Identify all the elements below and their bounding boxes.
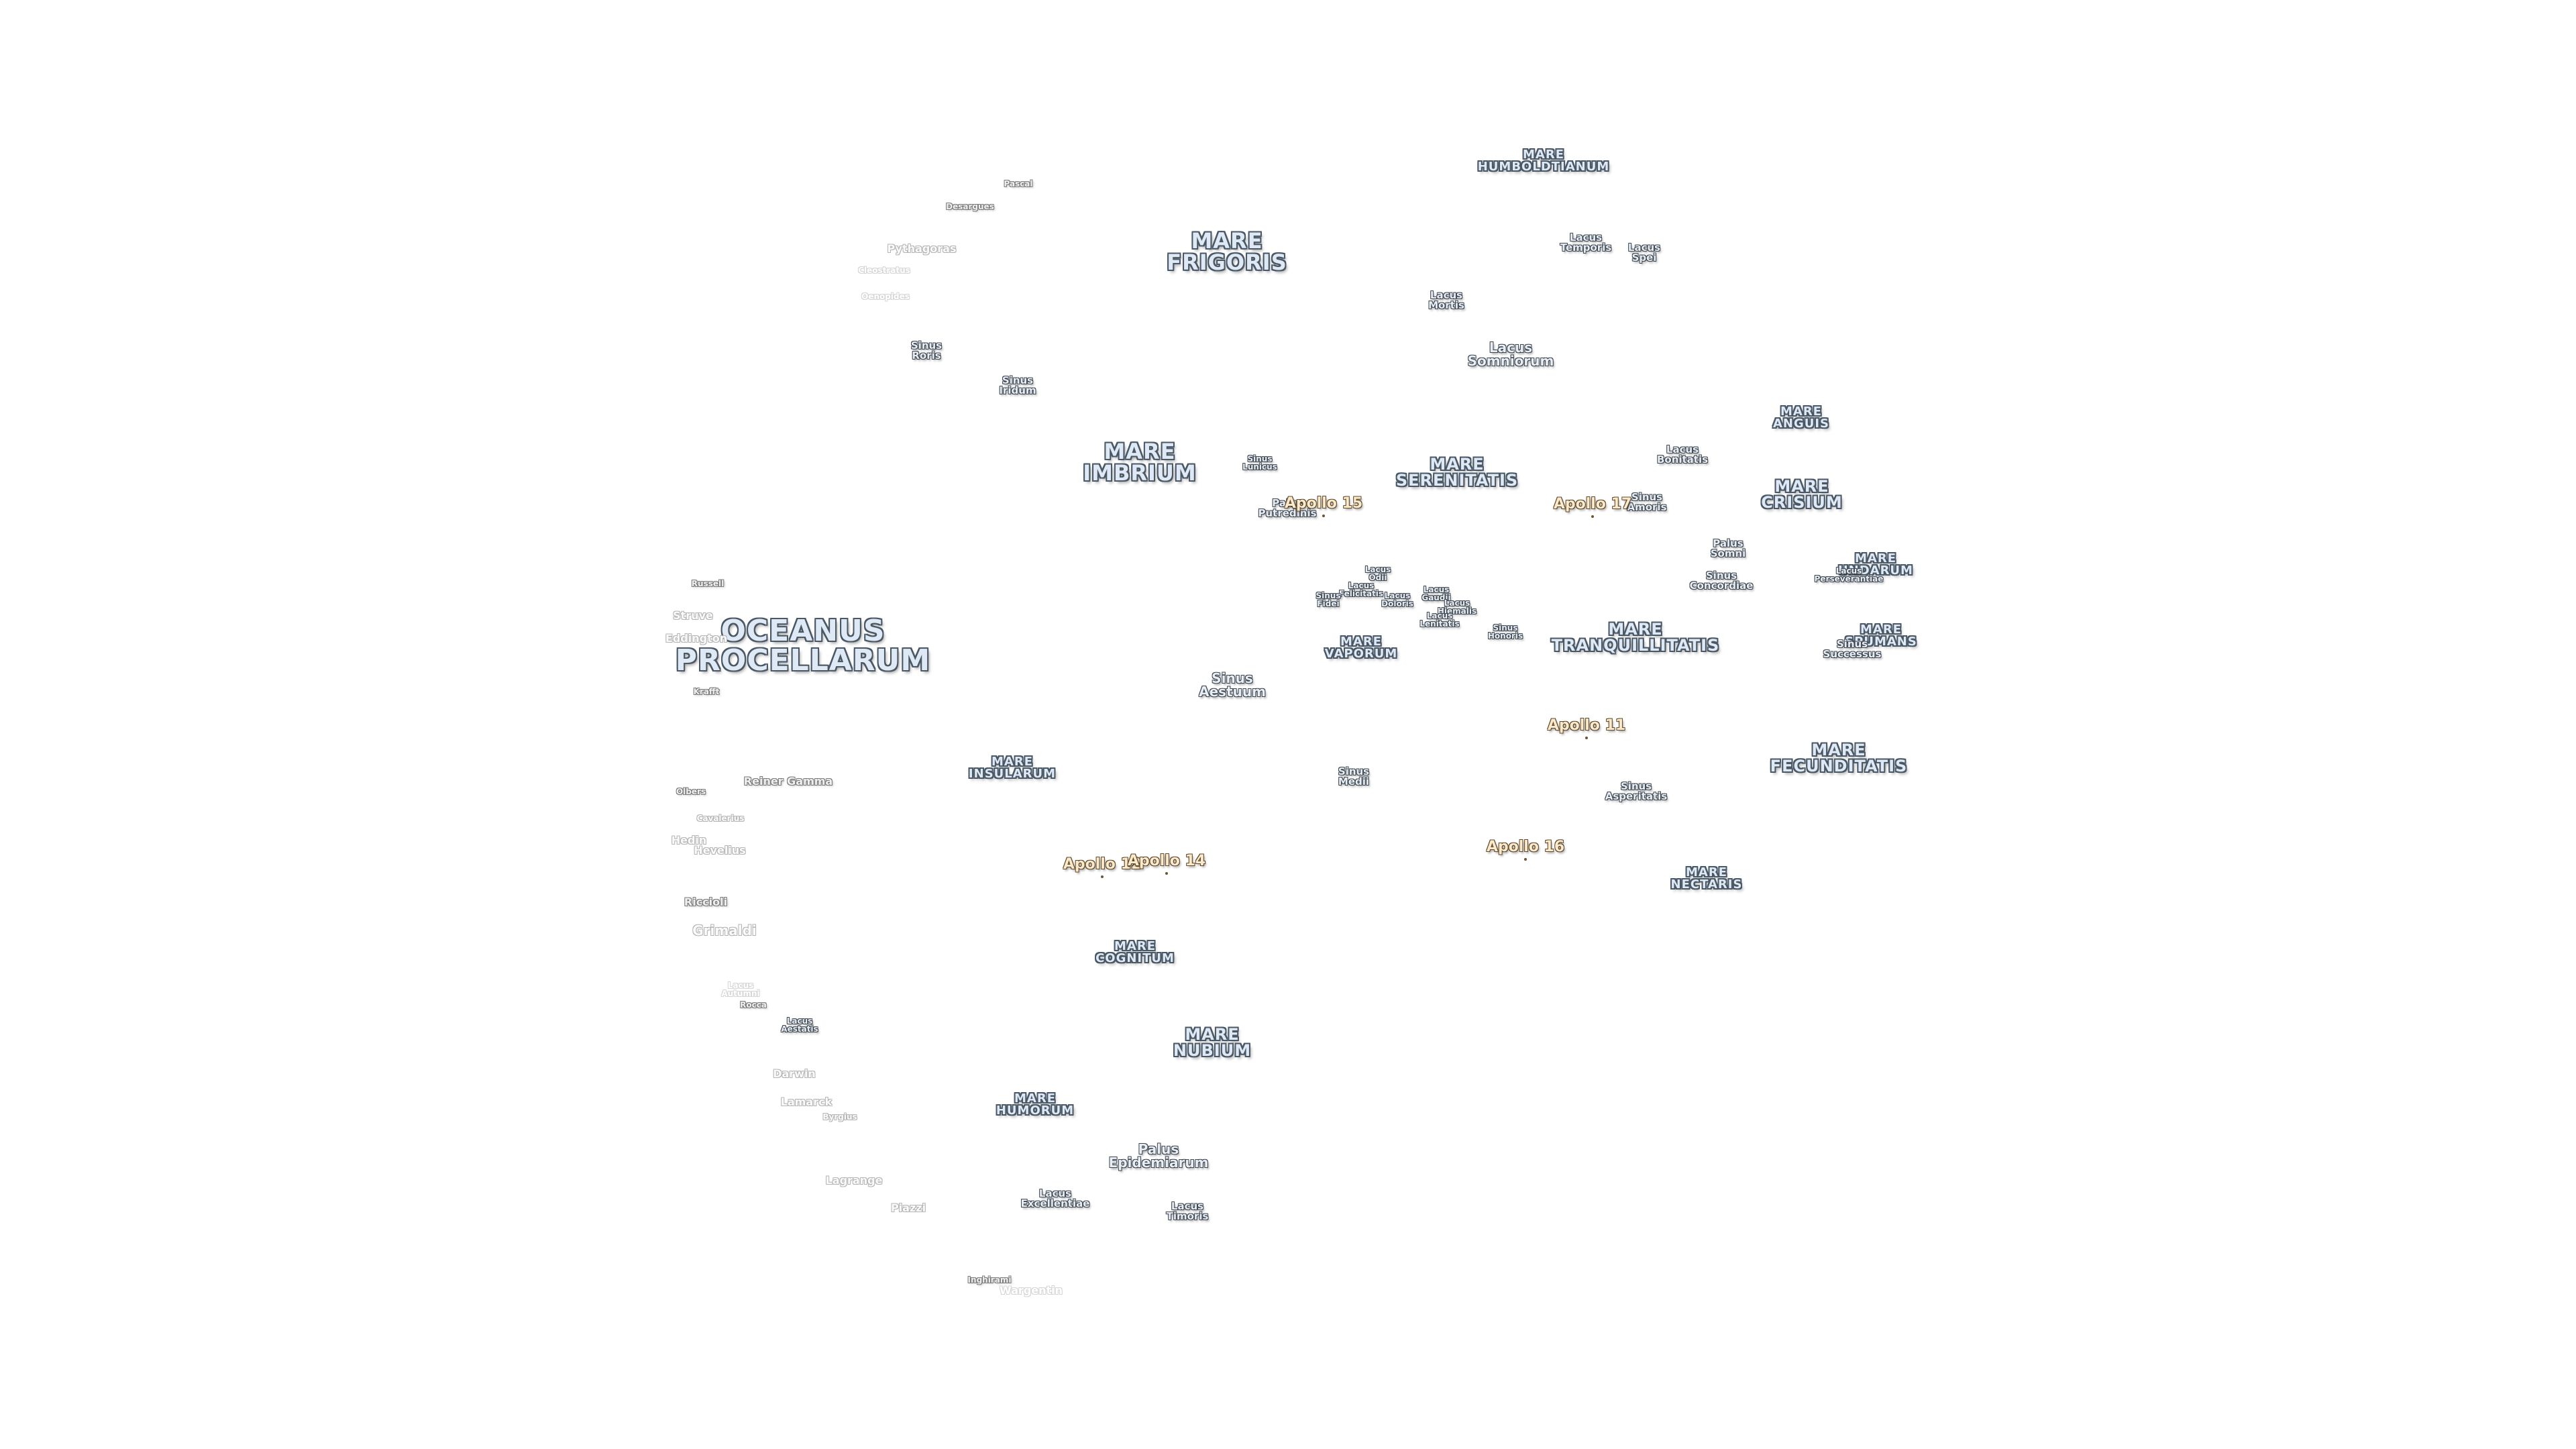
wargentin-label: Wargentin bbox=[1000, 1284, 1063, 1297]
sinus-roris-label: Sinus Roris bbox=[910, 339, 943, 362]
grimaldi-label: Grimaldi bbox=[692, 922, 757, 938]
lacus-autumni-label: Lacus Autumni bbox=[721, 981, 760, 998]
cavalerius-label: Cavalerius bbox=[696, 814, 745, 823]
hedin-label: Hedin bbox=[671, 834, 707, 847]
mare-spumans-label: MARE SPUMANS bbox=[1845, 623, 1917, 649]
mare-humboldtianum-label: MARE HUMBOLDTIANUM bbox=[1477, 148, 1610, 174]
mare-frigoris-label: MARE FRIGORIS bbox=[1167, 228, 1287, 275]
oceanus-procellarum-label: OCEANUS PROCELLARUM bbox=[675, 614, 931, 678]
apollo-11-label: Apollo 11 bbox=[1547, 717, 1626, 734]
mare-vaporum-label: MARE VAPORUM bbox=[1324, 635, 1398, 661]
lacus-spei-label: Lacus Spei bbox=[1627, 241, 1661, 264]
mare-insularum-label: MARE INSULARUM bbox=[968, 755, 1057, 781]
mare-tranquillitatis-label: MARE TRANQUILLITATIS bbox=[1551, 620, 1720, 655]
rocca-label: Rocca bbox=[740, 1000, 767, 1010]
apollo-12-site-marker bbox=[1101, 875, 1104, 878]
russell-label: Russell bbox=[691, 579, 724, 588]
apollo-15-label: Apollo 15 bbox=[1284, 495, 1363, 512]
apollo-17-site-marker bbox=[1591, 515, 1594, 518]
mare-nubium-label: MARE NUBIUM bbox=[1173, 1025, 1252, 1060]
lacus-felicitatis-label: Lacus Felicitatis bbox=[1338, 581, 1384, 598]
mare-crisium-label: MARE CRISIUM bbox=[1761, 477, 1843, 512]
lacus-timoris-label: Lacus Timoris bbox=[1166, 1200, 1209, 1222]
pythagoras-label: Pythagoras bbox=[887, 242, 957, 255]
lacus-doloris-label: Lacus Doloris bbox=[1381, 591, 1413, 608]
sinus-medii-label: Sinus Medii bbox=[1338, 765, 1370, 788]
mare-undarum-label: MARE UNDARUM bbox=[1838, 551, 1913, 578]
apollo-12-label: Apollo 12 bbox=[1063, 856, 1142, 873]
mare-imbrium-label: MARE IMBRIUM bbox=[1083, 439, 1197, 486]
lacus-excellentiae-label: Lacus Excellentiae bbox=[1020, 1187, 1090, 1210]
olbers-label: Olbers bbox=[676, 787, 706, 796]
lacus-aestatis-label: Lacus Aestatis bbox=[781, 1016, 818, 1034]
palus-somni-label: Palus Somni bbox=[1710, 537, 1746, 559]
mare-cognitum-label: MARE COGNITUM bbox=[1095, 939, 1175, 965]
sinus-iridum-label: Sinus Iridum bbox=[999, 374, 1036, 396]
mare-fecunditatis-label: MARE FECUNDITATIS bbox=[1770, 741, 1908, 775]
struve-label: Struve bbox=[673, 609, 713, 622]
sinus-successus-label: Sinus Successus bbox=[1823, 638, 1882, 660]
lacus-hiemalis-label: Lacus Hiemalis bbox=[1437, 598, 1477, 616]
mare-humorum-label: MARE HUMORUM bbox=[996, 1091, 1075, 1118]
mare-serenitatis-label: MARE SERENITATIS bbox=[1395, 455, 1519, 490]
apollo-14-label: Apollo 14 bbox=[1127, 853, 1206, 869]
sinus-asperitatis-label: Sinus Asperitatis bbox=[1605, 780, 1668, 802]
byrgius-label: Byrgius bbox=[822, 1112, 857, 1122]
piazzi-label: Piazzi bbox=[890, 1201, 926, 1214]
lacus-gaudii-label: Lacus Gaudii bbox=[1421, 585, 1451, 602]
lacus-perseverantiae-label: Lacus Perseverantiae bbox=[1814, 566, 1884, 584]
apollo-15-site-marker bbox=[1322, 515, 1325, 517]
lacus-somniorum-label: Lacus Somniorum bbox=[1467, 339, 1554, 369]
apollo-14-site-marker bbox=[1165, 872, 1168, 875]
palus-putredinis-label: Palus Putredinis bbox=[1258, 497, 1317, 519]
palus-epidemiarum-label: Palus Epidemiarum bbox=[1108, 1141, 1209, 1171]
riccioli-label: Riccioli bbox=[684, 896, 728, 908]
desargues-label: Desargues bbox=[946, 202, 994, 211]
lacus-mortis-label: Lacus Mortis bbox=[1428, 289, 1464, 311]
lacus-temporis-label: Lacus Temporis bbox=[1560, 231, 1612, 254]
sinus-aestuum-label: Sinus Aestuum bbox=[1199, 670, 1266, 700]
lamarck-label: Lamarck bbox=[780, 1095, 833, 1108]
cleostratus-label: Cleostratus bbox=[858, 266, 910, 275]
krafft-label: Krafft bbox=[693, 687, 720, 696]
mare-nectaris-label: MARE NECTARIS bbox=[1670, 865, 1743, 892]
sinus-honoris-label: Sinus Honoris bbox=[1487, 623, 1523, 641]
darwin-label: Darwin bbox=[773, 1067, 816, 1080]
apollo-11-site-marker bbox=[1585, 737, 1588, 739]
apollo-16-site-marker bbox=[1524, 858, 1527, 861]
lacus-lenitatis-label: Lacus Lenitatis bbox=[1419, 611, 1460, 629]
eddington-label: Eddington bbox=[665, 632, 728, 645]
oenopides-label: Oenopides bbox=[861, 292, 910, 301]
lagrange-label: Lagrange bbox=[825, 1174, 883, 1187]
sinus-concordiae-label: Sinus Concordiae bbox=[1689, 570, 1754, 592]
reiner-gamma-label: Reiner Gamma bbox=[743, 775, 833, 788]
sinus-amoris-label: Sinus Amoris bbox=[1627, 491, 1667, 513]
apollo-16-label: Apollo 16 bbox=[1486, 839, 1565, 855]
sinus-fidei-label: Sinus Fidei bbox=[1316, 591, 1341, 608]
sinus-lunicus-label: Sinus Lunicus bbox=[1242, 454, 1277, 472]
hevelius-label: Hevelius bbox=[694, 844, 746, 857]
pascal-label: Pascal bbox=[1004, 179, 1033, 189]
mare-anguis-label: MARE ANGUIS bbox=[1772, 405, 1830, 431]
apollo-17-label: Apollo 17 bbox=[1553, 496, 1632, 513]
lacus-odii-label: Lacus Odii bbox=[1364, 565, 1391, 582]
lacus-bonitatis-label: Lacus Bonitatis bbox=[1656, 443, 1709, 466]
inghirami-label: Inghirami bbox=[967, 1275, 1012, 1285]
